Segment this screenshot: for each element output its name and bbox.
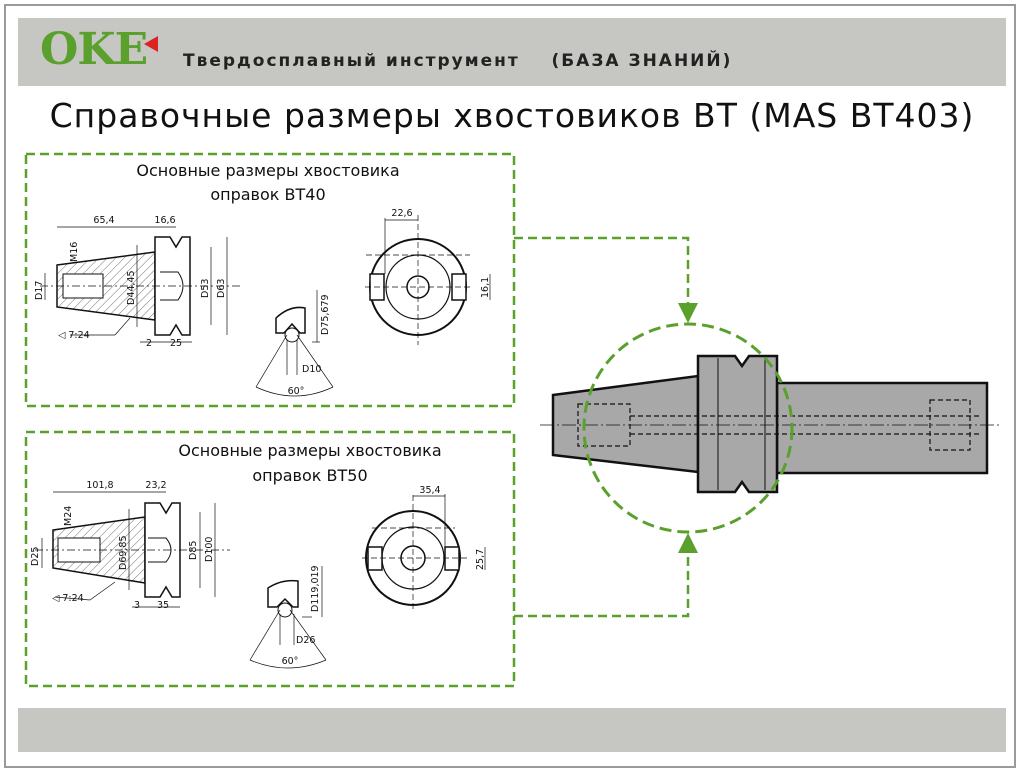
bt40-title-2: оправок ВТ40: [210, 185, 325, 204]
header-bar: [18, 18, 1006, 86]
bt50-title-1: Основные размеры хвостовика: [178, 441, 441, 460]
logo: OKE: [40, 24, 158, 75]
dim-d10: D10: [302, 364, 321, 375]
dim-d17: D17: [34, 281, 45, 300]
page-title: Справочные размеры хвостовиков ВТ (MAS B…: [49, 96, 975, 135]
dim-d100: D100: [204, 537, 215, 562]
dim-23-2: 23,2: [145, 480, 166, 491]
dim-d85: D85: [188, 541, 199, 560]
connector-bt40: [514, 236, 698, 323]
dim-2: 2: [146, 338, 152, 349]
dim-22-6: 22,6: [391, 208, 412, 219]
page-frame: [4, 4, 1016, 768]
dim-d26: D26: [296, 635, 315, 646]
dim-35-4: 35,4: [419, 485, 440, 496]
dim-d75: D75,679: [320, 294, 331, 335]
dim-d119: D119,019: [310, 565, 321, 612]
tool-holder-illustration: [540, 354, 1000, 494]
dim-d63: D63: [216, 279, 227, 298]
dim-16-6: 16,6: [154, 215, 175, 226]
dim-60: 60°: [288, 386, 305, 397]
dim-35: 35: [157, 600, 169, 611]
logo-flag-icon: [144, 36, 158, 52]
bt40-drawing: Основные размеры хвостовика оправок ВТ40…: [34, 161, 491, 397]
dim-d53: D53: [200, 279, 211, 298]
dim-101-8: 101,8: [86, 480, 113, 491]
footer-bar: [18, 708, 1006, 752]
dim-m16: M16: [69, 242, 80, 262]
header-subtitle: Твердосплавный инструмент (БАЗА ЗНАНИЙ): [183, 51, 733, 71]
dim-65-4: 65,4: [93, 215, 114, 226]
dim-16-1: 16,1: [480, 277, 491, 298]
dim-m24: M24: [63, 506, 74, 526]
dim-d25: D25: [30, 547, 41, 566]
dim-3: 3: [134, 600, 140, 611]
dim-taper-50: ◁ 7:24: [52, 593, 84, 604]
dim-taper: ◁ 7:24: [58, 330, 90, 341]
dim-60-50: 60°: [282, 656, 299, 667]
bt50-panel: [24, 430, 516, 688]
bt50-drawing: Основные размеры хвостовика оправок ВТ50…: [30, 441, 486, 669]
dim-25: 25: [170, 338, 182, 349]
dim-d44: D44,45: [126, 270, 137, 305]
dim-25-7: 25,7: [475, 549, 486, 570]
detail-circle: [582, 322, 794, 534]
bt40-title-1: Основные размеры хвостовика: [136, 161, 399, 180]
dim-d69: D69,85: [118, 535, 129, 570]
bt50-title-2: оправок ВТ50: [252, 466, 367, 485]
bt40-panel: [24, 152, 516, 408]
connector-bt50: [514, 533, 698, 618]
